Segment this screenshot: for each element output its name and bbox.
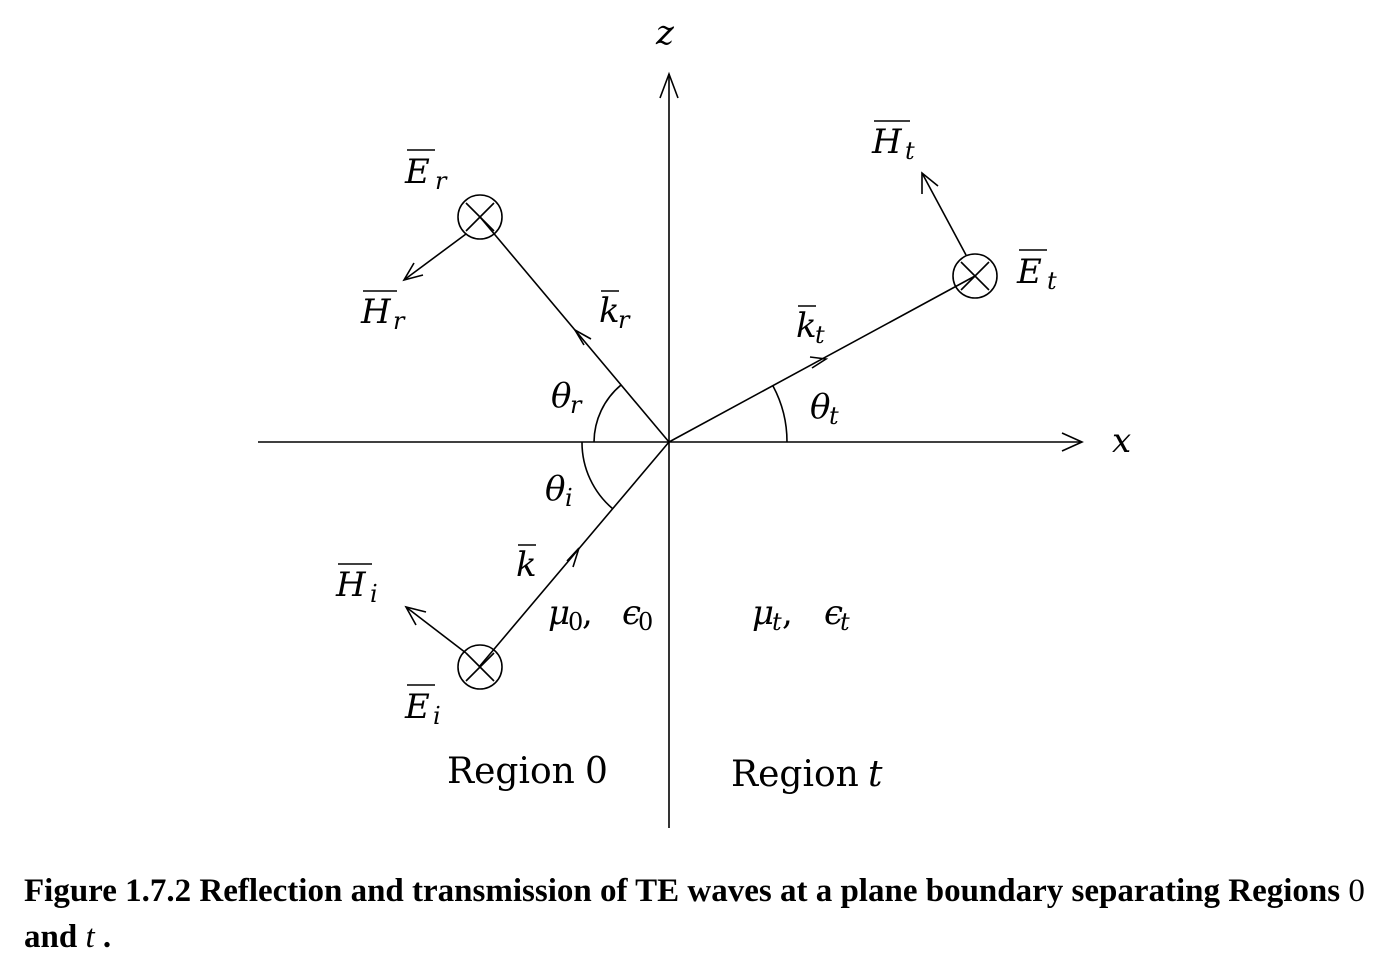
label-E-incident: E i — [404, 684, 441, 730]
svg-text:θ: θ — [551, 376, 571, 416]
svg-text:t: t — [905, 137, 915, 165]
z-axis-label: z — [655, 13, 675, 53]
incident-E-into-page-symbol — [457, 644, 503, 690]
svg-text:H: H — [335, 565, 367, 605]
label-H-reflected: H r — [360, 290, 406, 335]
caption-math-regiont: t — [85, 919, 95, 955]
label-theta-i: θ i — [545, 469, 573, 512]
transmitted-H-arrowhead — [921, 171, 939, 194]
svg-text:t: t — [815, 321, 825, 349]
svg-text:ϵ: ϵ — [622, 593, 641, 633]
svg-text:i: i — [370, 580, 378, 608]
svg-text:H: H — [871, 122, 903, 162]
svg-text:r: r — [393, 307, 406, 335]
svg-text:θ: θ — [810, 387, 830, 427]
svg-text:k: k — [796, 306, 817, 346]
reflected-ray-arrowhead — [572, 327, 592, 346]
svg-text:t: t — [868, 754, 883, 795]
svg-text:r: r — [618, 306, 631, 334]
caption-math-region0: 0 — [1348, 873, 1365, 909]
reflected-H-arrowhead — [402, 262, 424, 282]
label-theta-t: θ t — [810, 387, 839, 430]
label-theta-r: θ r — [551, 376, 583, 419]
svg-text:k: k — [516, 545, 537, 585]
svg-text:r: r — [570, 391, 583, 419]
svg-text:ϵ: ϵ — [824, 593, 843, 633]
svg-text:μ: μ — [548, 593, 570, 633]
svg-text:k: k — [599, 291, 620, 331]
svg-text:Region: Region — [731, 754, 859, 795]
theta-t-arc — [772, 385, 788, 443]
label-E-reflected: E r — [404, 149, 448, 195]
svg-text:t: t — [829, 402, 839, 430]
svg-text:0: 0 — [638, 608, 653, 636]
label-H-transmitted: H t — [871, 120, 915, 165]
svg-text:0: 0 — [568, 608, 583, 636]
svg-text:t: t — [772, 608, 782, 636]
svg-text:r: r — [435, 167, 448, 195]
region0-label: Region 0 — [447, 751, 608, 792]
svg-text:,: , — [782, 593, 793, 633]
svg-text:i: i — [565, 484, 573, 512]
transmitted-E-into-page-symbol — [952, 253, 998, 299]
reflected-E-into-page-symbol — [457, 194, 503, 240]
x-axis-label: x — [1112, 421, 1131, 461]
label-k-reflected: k r — [599, 290, 631, 334]
svg-text:t: t — [840, 608, 850, 636]
svg-text:0: 0 — [585, 751, 608, 792]
x-axis-arrowhead — [1061, 432, 1084, 452]
svg-text:E: E — [404, 687, 430, 727]
label-H-incident: H i — [335, 563, 378, 608]
incident-H-arrowhead — [404, 605, 427, 626]
svg-text:H: H — [360, 292, 392, 332]
svg-text:E: E — [1016, 252, 1042, 292]
z-axis-arrowhead — [659, 71, 679, 99]
transmitted-ray-arrowhead — [809, 356, 829, 369]
regiont-label: Region t — [731, 754, 883, 795]
svg-text:E: E — [404, 152, 430, 192]
regiont-permeability-permittivity: μ t , ϵ t — [752, 593, 850, 636]
svg-text:i: i — [433, 702, 441, 730]
svg-text:,: , — [582, 593, 593, 633]
label-k-incident: k — [516, 544, 537, 585]
incident-H-vector — [405, 606, 467, 654]
region0-permeability-permittivity: μ 0 , ϵ 0 — [548, 593, 653, 636]
reflected-H-vector — [403, 233, 467, 281]
transmitted-H-vector — [921, 172, 967, 256]
svg-text:Region: Region — [447, 751, 575, 792]
caption-text-1: Figure 1.7.2 Reflection and transmission… — [24, 873, 1349, 909]
svg-text:μ: μ — [752, 593, 774, 633]
theta-i-arc — [581, 441, 614, 510]
svg-text:θ: θ — [545, 469, 565, 509]
theta-r-arc — [593, 384, 622, 443]
label-E-transmitted: E t — [1016, 249, 1057, 295]
caption-text-2: and — [24, 919, 86, 955]
svg-text:t: t — [1047, 267, 1057, 295]
caption-text-3: . — [94, 919, 112, 955]
incident-ray-arrowhead — [566, 547, 580, 568]
figure-caption: Figure 1.7.2 Reflection and transmission… — [24, 868, 1376, 960]
label-k-transmitted: k t — [796, 305, 825, 349]
